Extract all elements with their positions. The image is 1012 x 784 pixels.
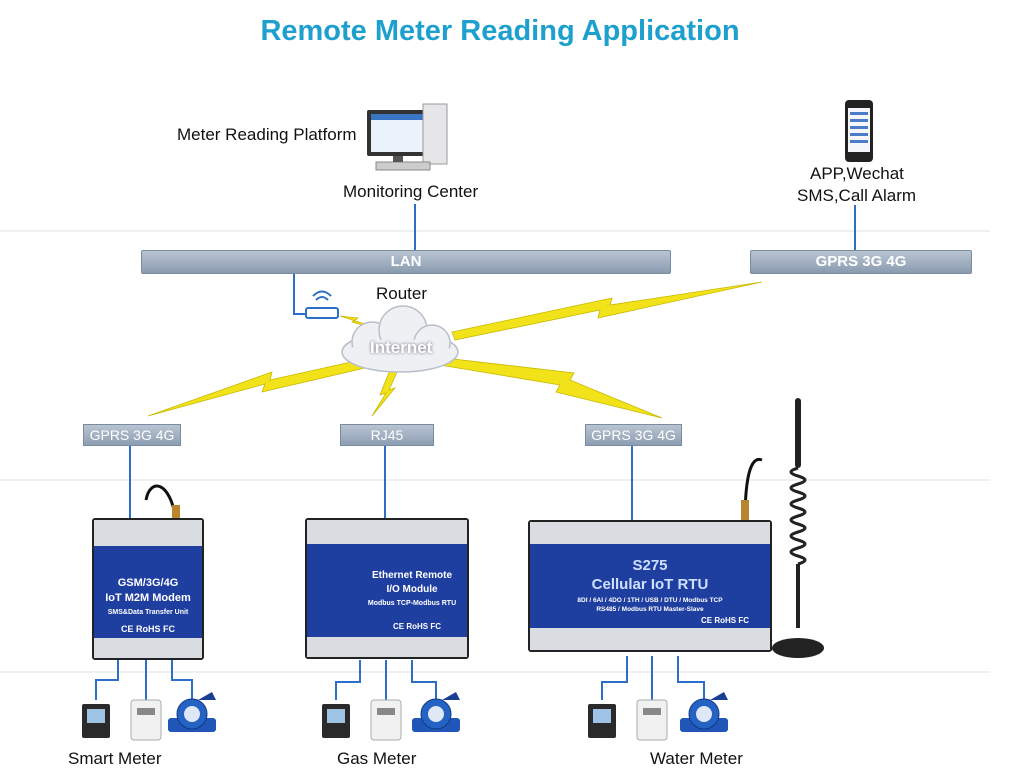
power-meter-icon — [588, 704, 616, 738]
device-subtitle: Modbus TCP-Modbus RTU — [367, 600, 457, 607]
gas-meter-icon — [636, 699, 668, 741]
router-icon — [305, 290, 339, 319]
cellular-rtu-device: S275 Cellular IoT RTU 8DI / 6AI / 4DO / … — [528, 520, 772, 652]
antenna-connector — [741, 500, 749, 522]
power-meter-icon — [322, 704, 350, 738]
lightning-gprs — [451, 281, 763, 341]
platform-label: Meter Reading Platform — [177, 125, 357, 144]
ethernet-io-module-device: Ethernet Remote I/O Module Modbus TCP-Mo… — [305, 518, 469, 659]
gprs-bar: GPRS 3G 4G — [750, 250, 972, 274]
meter-connectors — [95, 656, 705, 700]
lightning-middle — [371, 369, 399, 417]
antenna-connector — [172, 505, 180, 523]
water-meter-icon — [412, 692, 460, 732]
device-type: I/O Module — [386, 584, 438, 595]
meter-group-label: Gas Meter — [337, 749, 417, 768]
alarm-label: SMS,Call Alarm — [797, 186, 917, 205]
lightning-left — [147, 359, 366, 417]
device-model: S275 — [632, 557, 668, 574]
router-label: Router — [376, 284, 428, 303]
whip-antenna-icon — [766, 398, 824, 658]
m2m-modem-device: GSM/3G/4G IoT M2M Modem SMS&Data Transfe… — [92, 518, 204, 660]
meter-group-label: Smart Meter — [68, 749, 162, 768]
link-label-gprs: GPRS 3G 4G — [83, 424, 181, 446]
certification-marks: CE RoHS FC — [701, 616, 749, 625]
lightning-right — [439, 357, 663, 419]
antenna-icon — [144, 484, 178, 521]
device-subtitle: 8DI / 6AI / 4DO / 1TH / USB / DTU / Modb… — [577, 597, 723, 604]
page-title: Remote Meter Reading Application — [260, 15, 740, 47]
device-subtitle: SMS&Data Transfer Unit — [107, 609, 189, 616]
water-meter-icon — [680, 692, 728, 732]
certification-marks: CE RoHS FC — [121, 624, 175, 634]
device-name: Ethernet Remote — [371, 570, 452, 581]
device-type: IoT M2M Modem — [105, 592, 191, 604]
link-label-rj45: RJ45 — [340, 424, 434, 446]
lan-bar: LAN — [141, 250, 671, 274]
monitoring-center-label: Monitoring Center — [343, 182, 479, 201]
computer-icon — [367, 103, 448, 171]
certification-marks: CE RoHS FC — [393, 622, 441, 631]
cloud-icon — [341, 305, 459, 373]
app-label: APP,Wechat — [810, 164, 904, 183]
device-type: Cellular IoT RTU — [591, 576, 709, 593]
power-meter-icon — [82, 704, 110, 738]
gas-meter-icon — [130, 699, 162, 741]
device-subtitle-2: RS485 / Modbus RTU Master-Slave — [596, 606, 704, 613]
internet-label: Internet — [370, 338, 433, 357]
meter-group-label: Water Meter — [650, 749, 743, 768]
device-name: GSM/3G/4G — [117, 577, 179, 589]
connector-line — [293, 273, 306, 315]
smartphone-icon — [845, 100, 873, 162]
water-meter-icon — [168, 692, 216, 732]
gas-meter-icon — [370, 699, 402, 741]
link-label-gprs: GPRS 3G 4G — [585, 424, 682, 446]
